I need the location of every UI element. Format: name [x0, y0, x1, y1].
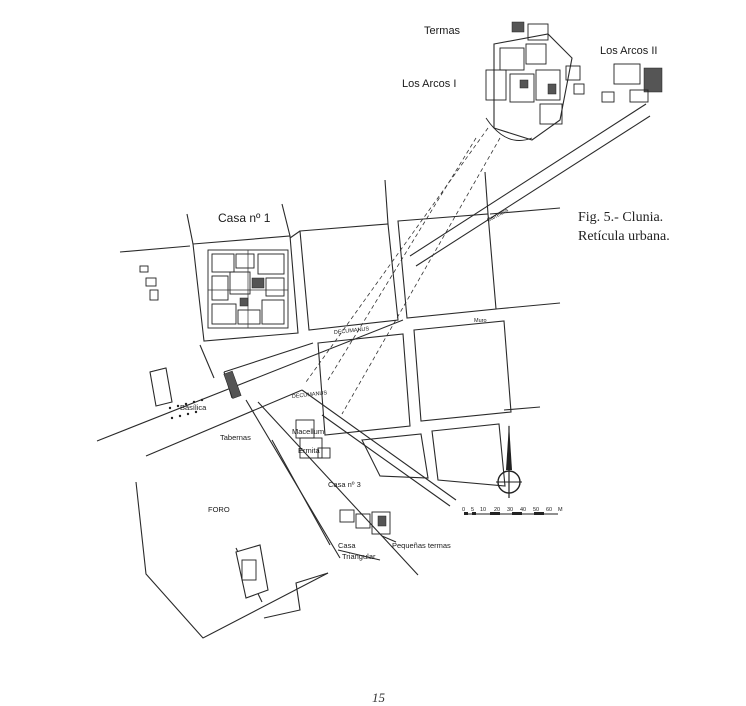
label-muro: Muro	[474, 318, 487, 324]
label-foro: FORO	[208, 505, 230, 514]
label-casa-triangular-1: Casa	[338, 541, 356, 550]
block-casa-1	[192, 235, 299, 342]
label-casa-triangular-2: Triangular	[342, 552, 376, 561]
dashed-lines	[305, 127, 501, 415]
termas-complex	[485, 21, 663, 141]
north-arrow-icon	[496, 424, 522, 498]
scale-tick-60: 60	[546, 507, 552, 513]
caption-line-2: Retícula urbana.	[578, 229, 670, 244]
block-middle-top	[299, 223, 399, 331]
block-right-top	[397, 213, 497, 319]
decumanus-road	[96, 319, 404, 457]
scale-bar: 0 5 10 20 30 40 50 60 M	[462, 507, 563, 515]
scale-tick-10: 10	[480, 507, 486, 513]
label-los-arcos-2: Los Arcos II	[600, 45, 657, 57]
label-ermita: Ermita	[298, 446, 320, 455]
label-decumanus-upper: DECUMANUS	[334, 326, 370, 336]
label-decumanus-lower: DECUMANUS	[292, 390, 328, 400]
label-los-arcos-1: Los Arcos I	[402, 78, 456, 90]
scale-unit: M	[558, 507, 563, 513]
scale-tick-0: 0	[462, 507, 465, 513]
label-tabernas: Tabernas	[220, 433, 251, 442]
carretera-road	[409, 103, 651, 267]
label-casa-1: Casa nº 1	[218, 211, 271, 225]
block-middle-low	[317, 333, 411, 436]
label-pequenas-termas: Pequeñas termas	[392, 541, 451, 550]
scale-tick-50: 50	[533, 507, 539, 513]
figure-caption: Fig. 5.- Clunia. Retícula urbana.	[578, 208, 728, 246]
label-basilica: Basílica	[180, 403, 207, 412]
block-right-low	[413, 320, 512, 422]
label-termas: Termas	[424, 25, 461, 37]
label-casa-3: Casa nº 3	[328, 480, 361, 489]
block-south-2	[431, 423, 506, 487]
label-carretera: Carretera	[486, 207, 510, 224]
scale-tick-20: 20	[494, 507, 500, 513]
label-macellum: Macellum	[292, 427, 324, 436]
labels: Termas Los Arcos I Los Arcos II Casa nº …	[180, 25, 657, 561]
page-number: 15	[372, 690, 385, 705]
tabernas-macellum-area	[245, 389, 457, 576]
caption-line-1: Fig. 5.- Clunia.	[578, 210, 664, 225]
scale-tick-5: 5	[471, 507, 474, 513]
basilica-columns	[168, 398, 204, 420]
scale-tick-40: 40	[520, 507, 526, 513]
forum	[135, 398, 329, 639]
scale-tick-30: 30	[507, 507, 513, 513]
casa-1-ruins	[139, 249, 289, 329]
